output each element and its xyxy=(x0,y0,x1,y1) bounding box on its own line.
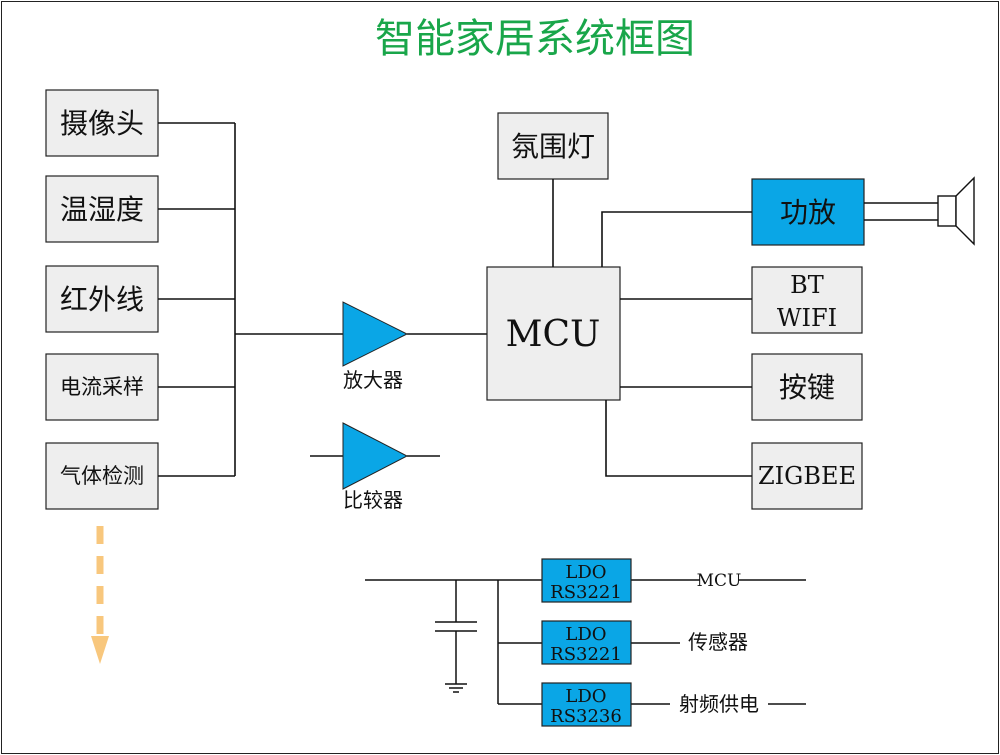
ldo-3-target-label: 射频供电 xyxy=(679,692,759,716)
bt-label: BT xyxy=(790,271,824,299)
power-amp-label: 功放 xyxy=(780,196,836,229)
power-supply-wiring xyxy=(365,579,806,705)
sensor-bus xyxy=(158,122,487,477)
ldo-1-type: LDO xyxy=(565,562,606,583)
sensor-camera-label: 摄像头 xyxy=(60,107,144,140)
power-amp-block: 功放 xyxy=(751,178,865,246)
wifi-label: WIFI xyxy=(777,304,837,332)
mcu-connections xyxy=(552,179,752,477)
bt-wifi-block: BT WIFI xyxy=(751,266,863,334)
sensor-infrared-label: 红外线 xyxy=(60,283,144,316)
amplifier-label: 放大器 xyxy=(343,368,403,392)
buttons-block: 按键 xyxy=(751,353,863,421)
mcu-label: MCU xyxy=(506,314,601,355)
sensor-gas-detection-block: 气体检测 xyxy=(45,442,159,510)
zigbee-block: ZIGBEE xyxy=(751,442,863,510)
sensor-current-sampling-block: 电流采样 xyxy=(45,353,159,421)
speaker-icon xyxy=(864,176,975,246)
ldo-1-model: RS3221 xyxy=(550,582,622,603)
ldo-2-model: RS3221 xyxy=(550,644,622,665)
ldo-regulator-1: LDO RS3221 xyxy=(541,558,632,603)
mcu-block: MCU xyxy=(486,266,621,401)
ldo-3-type: LDO xyxy=(565,686,606,707)
diagram-title: 智能家居系统框图 xyxy=(375,16,695,62)
amplifier-icon xyxy=(342,301,409,367)
buttons-label: 按键 xyxy=(779,371,835,404)
sensor-infrared-block: 红外线 xyxy=(45,265,159,333)
ldo-3-model: RS3236 xyxy=(550,706,622,727)
ambient-light-block: 氛围灯 xyxy=(497,112,609,180)
ambient-light-label: 氛围灯 xyxy=(511,130,595,163)
ldo-2-target-label: 传感器 xyxy=(688,630,748,654)
zigbee-label: ZIGBEE xyxy=(758,462,856,490)
comparator-icon xyxy=(310,422,440,490)
sensor-temp-humidity-block: 温湿度 xyxy=(45,175,159,243)
ldo-2-type: LDO xyxy=(565,624,606,645)
comparator-label: 比较器 xyxy=(343,488,403,512)
sensor-gas-detection-label: 气体检测 xyxy=(60,464,144,488)
sensor-temp-humidity-label: 温湿度 xyxy=(60,193,144,226)
ldo-regulator-2: LDO RS3221 xyxy=(541,620,632,665)
sensor-current-sampling-label: 电流采样 xyxy=(60,375,144,399)
more-sensors-arrow-icon xyxy=(91,526,109,664)
sensor-camera-block: 摄像头 xyxy=(45,89,159,157)
ldo-1-target-label: MCU xyxy=(697,571,742,591)
ldo-regulator-3: LDO RS3236 xyxy=(541,682,632,727)
